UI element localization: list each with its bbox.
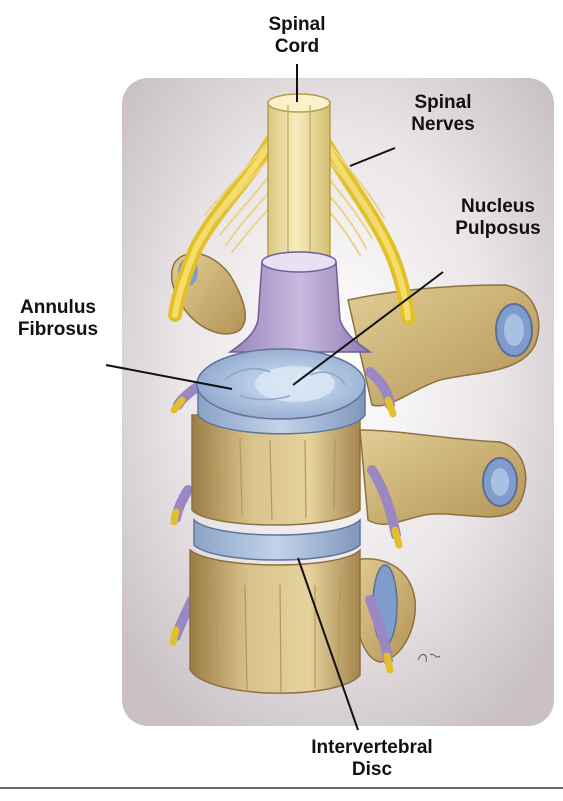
label-spinal-cord: Spinal Cord bbox=[247, 14, 347, 58]
label-intervertebral-disc: Intervertebral Disc bbox=[282, 737, 462, 781]
label-nucleus-pulposus-line2: Pulposus bbox=[438, 218, 558, 240]
label-annulus-fibrosus: Annulus Fibrosus bbox=[6, 297, 110, 341]
label-spinal-cord-line1: Spinal bbox=[247, 14, 347, 36]
label-spinal-nerves-line2: Nerves bbox=[388, 114, 498, 136]
label-intervertebral-disc-line1: Intervertebral bbox=[282, 737, 462, 759]
bottom-divider bbox=[0, 787, 563, 789]
label-annulus-fibrosus-line2: Fibrosus bbox=[6, 319, 110, 341]
intervertebral-disc-top bbox=[197, 349, 365, 434]
label-annulus-fibrosus-line1: Annulus bbox=[6, 297, 110, 319]
label-nucleus-pulposus-line1: Nucleus bbox=[438, 196, 558, 218]
vertebral-body-lower bbox=[190, 550, 360, 693]
label-intervertebral-disc-line2: Disc bbox=[282, 759, 462, 781]
label-nucleus-pulposus: Nucleus Pulposus bbox=[438, 196, 558, 240]
label-spinal-nerves: Spinal Nerves bbox=[388, 92, 498, 136]
label-spinal-nerves-line1: Spinal bbox=[388, 92, 498, 114]
label-spinal-cord-line2: Cord bbox=[247, 36, 347, 58]
